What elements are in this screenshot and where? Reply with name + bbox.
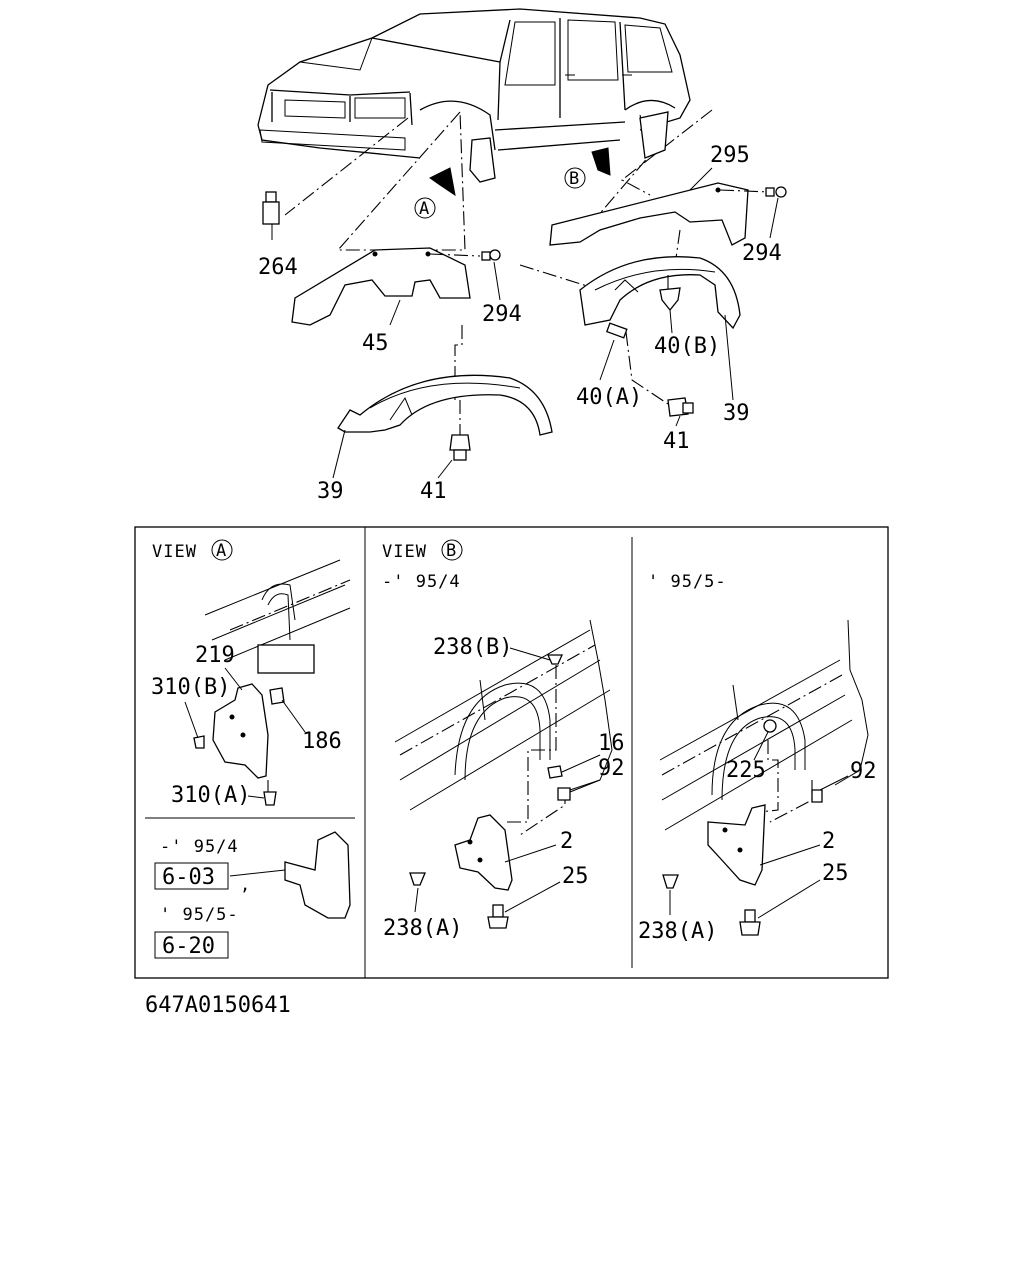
marker-b-circle xyxy=(564,167,586,189)
ref-box-2[interactable] xyxy=(154,931,229,959)
view-b-title: VIEW xyxy=(382,542,427,562)
marker-b: B xyxy=(569,169,580,189)
label-16: 16 xyxy=(598,731,625,756)
part-25-icon xyxy=(739,909,761,936)
part-41-icon xyxy=(449,434,471,461)
label-186: 186 xyxy=(302,729,342,754)
label-25: 25 xyxy=(562,864,589,889)
part-92-icon xyxy=(811,789,823,803)
view-a-title: VIEW xyxy=(152,542,197,562)
callout-295: 295 xyxy=(710,143,750,168)
svg-text:,: , xyxy=(240,875,251,895)
part-186-icon xyxy=(269,687,285,705)
label-219: 219 xyxy=(195,643,235,668)
callout-294-a: 294 xyxy=(482,302,522,327)
view-b-marker: B xyxy=(446,541,457,561)
part-16-icon xyxy=(547,765,563,779)
view-a-marker: A xyxy=(216,541,227,561)
part-294-icon xyxy=(765,186,787,198)
callout-294-b: 294 xyxy=(742,241,782,266)
label-25: 25 xyxy=(822,861,849,886)
part-310b-icon xyxy=(193,735,205,749)
mud-flap-b-right xyxy=(707,804,766,886)
vehicle-illustration xyxy=(257,8,691,159)
ref-box-1[interactable] xyxy=(154,862,229,890)
view-b-left-panel: VIEW B -' 95/4 238(B) 16 92 2 25 238(A) xyxy=(382,539,625,941)
mudguard-front-small xyxy=(469,137,496,183)
detail-views-frame xyxy=(134,526,889,979)
part-40b-icon xyxy=(659,287,681,312)
callout-40a: 40(A) xyxy=(576,385,642,410)
label-238b: 238(B) xyxy=(433,635,512,660)
arrow-b-icon xyxy=(591,147,611,176)
mud-flap-a xyxy=(212,683,269,779)
mud-flap-bracket xyxy=(257,644,315,674)
part-295-strip xyxy=(549,182,749,246)
ref-period-2: ' 95/5- xyxy=(160,905,239,925)
mud-flap-ref xyxy=(284,831,351,919)
callout-41-b: 41 xyxy=(663,429,690,454)
ref-period-1: -' 95/4 xyxy=(160,837,239,857)
part-238a-icon xyxy=(662,874,679,889)
label-2: 2 xyxy=(822,829,835,854)
callout-39-b: 39 xyxy=(723,401,750,426)
label-2: 2 xyxy=(560,829,573,854)
view-b-left-period: -' 95/4 xyxy=(382,572,461,592)
part-25-icon xyxy=(487,904,509,929)
part-41-icon xyxy=(667,397,694,417)
label-310b: 310(B) xyxy=(151,675,230,700)
part-45-liner xyxy=(291,247,471,326)
marker-a-circle xyxy=(414,197,436,219)
label-92: 92 xyxy=(598,756,625,781)
label-92: 92 xyxy=(850,759,877,784)
figure-id: 647A0150641 xyxy=(145,993,291,1018)
mud-flap-b-left xyxy=(454,814,513,891)
part-294-icon xyxy=(481,249,501,261)
view-a-panel: VIEW A 219 310(B) 186 310(A) -' 95/4 6-0… xyxy=(151,539,351,959)
part-238a-icon xyxy=(409,872,426,886)
callout-40b: 40(B) xyxy=(654,334,720,359)
part-39-rear-fender xyxy=(579,256,741,330)
part-310a-icon xyxy=(263,791,277,806)
label-238a: 238(A) xyxy=(638,919,717,944)
label-238a: 238(A) xyxy=(383,916,462,941)
callout-39-a: 39 xyxy=(317,479,344,504)
part-238b-icon xyxy=(546,654,564,665)
view-b-right-panel: ' 95/5- 225 92 2 25 238(A) xyxy=(638,572,877,944)
part-264-icon xyxy=(262,191,280,240)
callout-264: 264 xyxy=(258,255,298,280)
callout-41-a: 41 xyxy=(420,479,447,504)
view-b-right-period: ' 95/5- xyxy=(648,572,727,592)
ref-page-1[interactable]: 6-03 xyxy=(162,865,215,890)
part-39-front-fender xyxy=(337,374,553,436)
marker-a: A xyxy=(419,199,430,219)
leader-line xyxy=(620,109,713,196)
mudguard-rear-small xyxy=(639,111,669,159)
label-225: 225 xyxy=(726,758,766,783)
part-225-icon xyxy=(763,719,777,733)
label-310a: 310(A) xyxy=(171,783,250,808)
leader-line xyxy=(284,117,409,216)
part-40a-icon xyxy=(605,322,628,339)
callout-45: 45 xyxy=(362,331,389,356)
part-92-icon xyxy=(557,787,571,801)
arrow-a-icon xyxy=(429,167,456,197)
ref-page-2[interactable]: 6-20 xyxy=(162,934,215,959)
